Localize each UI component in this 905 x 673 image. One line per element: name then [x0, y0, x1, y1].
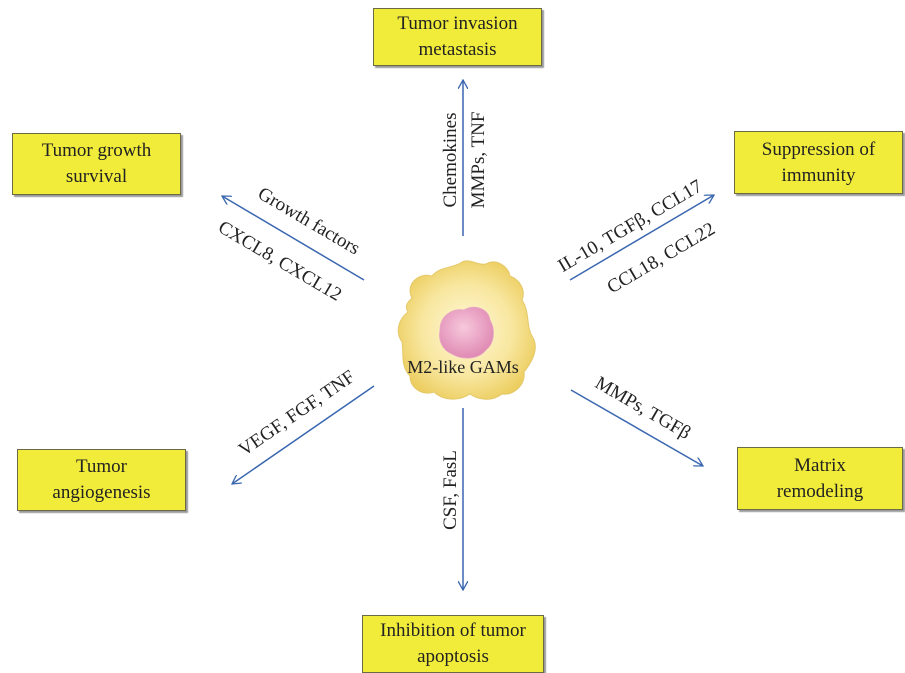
tumor-angiogenesis-line1: Tumor — [75, 456, 128, 477]
arrow-to-matrix — [570, 389, 703, 466]
inhibition-apoptosis-box: Inhibition of tumor apoptosis — [362, 615, 544, 673]
tumor-growth-line1: Tumor growth — [41, 140, 152, 161]
tumor-invasion-line2: metastasis — [418, 39, 497, 60]
suppression-immunity-line1: Suppression of — [761, 138, 876, 160]
arrow-to-angiogenesis — [232, 385, 375, 484]
label-chemokines: Chemokines — [440, 113, 461, 208]
label-csf: CSF, FasL — [440, 450, 461, 530]
label-mmps-tnf: MMPs, TNF — [468, 112, 489, 209]
matrix-remodeling-line2: remodeling — [776, 480, 864, 502]
suppression-immunity-line2: immunity — [781, 164, 856, 186]
tumor-angiogenesis-box: Tumor angiogenesis — [17, 449, 186, 511]
label-vegf: VEGF, FGF, TNF — [235, 366, 359, 460]
inhibition-apoptosis-line1: Inhibition of tumor — [380, 620, 526, 641]
center-label: M2-like GAMs — [407, 357, 519, 377]
arrow-to-growth — [222, 196, 365, 281]
tumor-growth-box: Tumor growth survival — [12, 133, 181, 195]
inhibition-apoptosis-line2: apoptosis — [417, 646, 489, 667]
tumor-growth-line2: survival — [65, 166, 128, 187]
matrix-remodeling-line1: Matrix — [794, 454, 846, 476]
arrow-to-immunity — [569, 195, 714, 281]
suppression-immunity-box: Suppression of immunity — [734, 131, 903, 194]
label-mmps-tgf: MMPs, TGFβ — [591, 373, 694, 444]
tumor-angiogenesis-line2: angiogenesis — [52, 482, 151, 503]
nucleus-icon — [439, 306, 494, 359]
tumor-invasion-line1: Tumor invasion — [397, 13, 518, 34]
tumor-invasion-box: Tumor invasion metastasis — [373, 8, 542, 66]
matrix-remodeling-box: Matrix remodeling — [737, 447, 903, 510]
label-il10: IL-10, TGFβ, CCL17 — [554, 176, 705, 277]
